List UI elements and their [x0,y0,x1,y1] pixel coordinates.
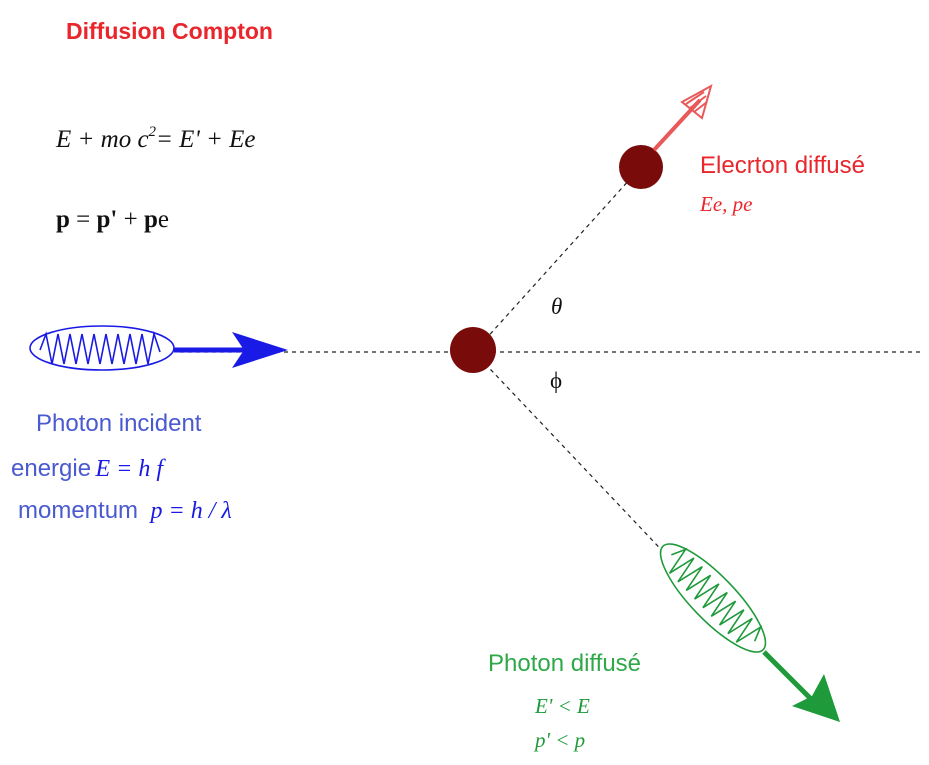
scattered-photon-title: Photon diffusé [488,650,642,677]
energy-eq-rhs: = E' + Ee [156,126,256,153]
electron-arrow-icon [652,83,713,152]
phi-angle-label: ϕ [550,368,563,393]
incident-photon-icon [29,325,175,371]
momentum-conservation-equation: p = p' + pe [56,206,169,234]
electron-path-dashed-line [473,167,641,353]
page-title: Diffusion Compton [66,18,273,44]
momentum-pe: p [143,206,158,233]
scattered-electron-title: Elecrton diffusé [700,152,865,179]
scattered-path-dashed-line [473,351,691,581]
energy-eq-exponent: 2 [148,124,157,140]
incident-arrow-icon [174,332,288,368]
scattered-energy-inequality: E' < E [535,694,590,718]
scattered-momentum-inequality: p' < p [535,728,586,752]
incident-momentum-row: momentum p = h / λ [18,497,232,525]
momentum-pprime: p' [96,206,118,233]
incident-energy-eq: E = h f [95,456,164,482]
momentum-eq-sign: = [69,206,97,233]
scattered-photon-icon [659,543,767,653]
momentum-p: p [56,206,70,233]
momentum-pe-sub: e [157,206,169,233]
scattered-electron-vars: Ee, pe [700,192,753,216]
scattered-arrow-icon [762,650,840,722]
energy-conservation-equation: E + mo c2= E' + Ee [56,124,256,154]
theta-angle-label: θ [551,294,563,319]
incident-photon-title: Photon incident [36,410,202,437]
momentum-plus: + [117,206,144,233]
incident-momentum-eq: p = h / λ [150,498,232,524]
incident-momentum-label: momentum [18,497,139,524]
scattered-electron-icon [619,145,663,189]
target-electron-icon [450,327,496,373]
energy-eq-lhs: E + mo c [56,126,149,153]
incident-energy-row: energie E = h f [11,455,163,483]
incident-energy-label: energie [11,455,92,482]
